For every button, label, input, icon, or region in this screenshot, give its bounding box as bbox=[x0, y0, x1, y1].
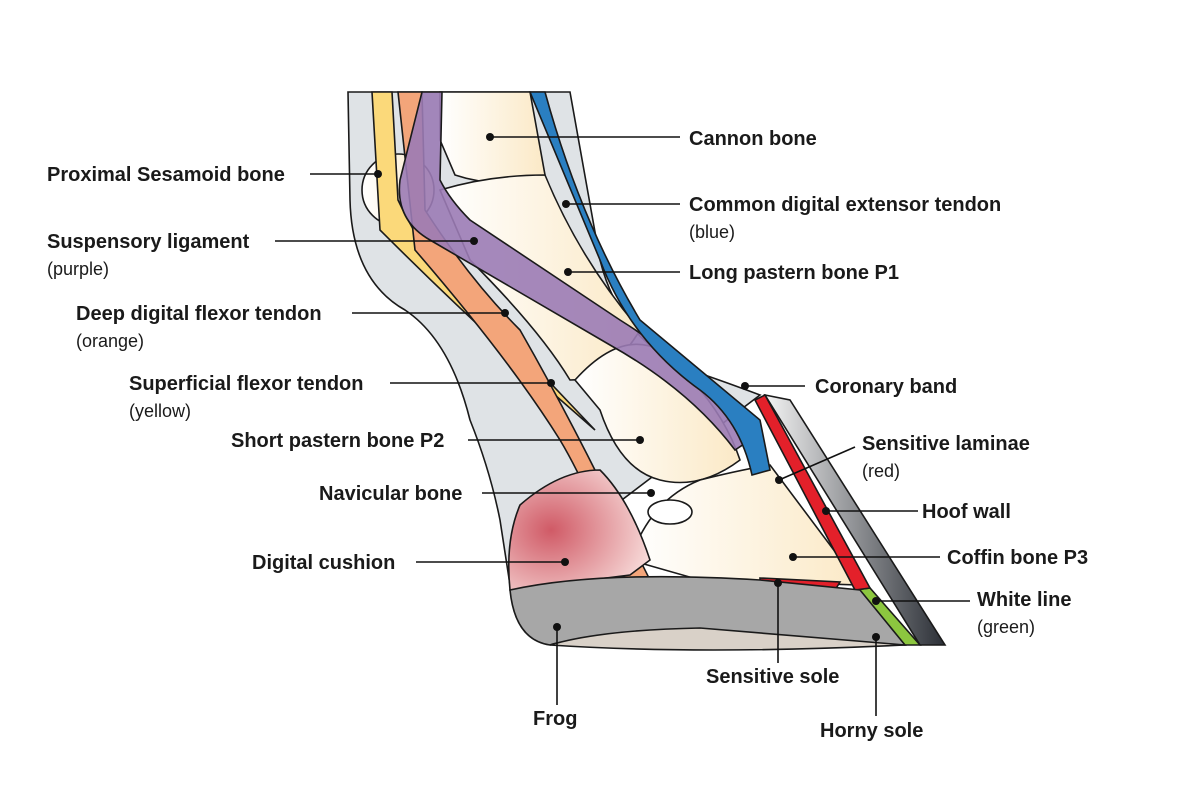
label-hoof-wall: Hoof wall bbox=[922, 501, 1011, 523]
note-deep-digital-flexor: (orange) bbox=[76, 331, 144, 351]
navicular-shape bbox=[647, 499, 693, 525]
label-suspensory-ligament: Suspensory ligament bbox=[47, 231, 250, 253]
label-horny-sole: Horny sole bbox=[820, 720, 923, 742]
label-digital-cushion: Digital cushion bbox=[252, 552, 395, 574]
digital-cushion-shape bbox=[507, 469, 651, 591]
label-sensitive-laminae: Sensitive laminae bbox=[862, 433, 1030, 455]
label-superficial-flexor: Superficial flexor tendon bbox=[129, 373, 363, 395]
label-deep-digital-flexor: Deep digital flexor tendon bbox=[76, 303, 322, 325]
leader-lines bbox=[275, 133, 970, 716]
note-superficial-flexor: (yellow) bbox=[129, 401, 191, 421]
note-white-line: (green) bbox=[977, 617, 1035, 637]
sensitive-laminae-shape bbox=[753, 393, 872, 591]
label-white-line: White line bbox=[977, 589, 1071, 611]
note-suspensory-ligament: (purple) bbox=[47, 259, 109, 279]
label-navicular-bone: Navicular bone bbox=[319, 483, 462, 505]
hoof-wall-shape bbox=[763, 393, 947, 646]
label-common-digital-extensor: Common digital extensor tendon bbox=[689, 194, 1001, 216]
label-proximal-sesamoid: Proximal Sesamoid bone bbox=[47, 164, 285, 186]
label-sensitive-sole: Sensitive sole bbox=[706, 666, 839, 688]
label-short-pastern: Short pastern bone P2 bbox=[231, 430, 444, 452]
note-common-digital-extensor: (blue) bbox=[689, 222, 735, 242]
label-long-pastern: Long pastern bone P1 bbox=[689, 262, 899, 284]
extensor-tendon-shape bbox=[528, 91, 771, 476]
label-cannon-bone: Cannon bone bbox=[689, 128, 817, 150]
label-frog: Frog bbox=[533, 708, 577, 730]
horny-sole-base bbox=[549, 627, 906, 651]
label-coffin-bone: Coffin bone P3 bbox=[947, 547, 1088, 569]
note-sensitive-laminae: (red) bbox=[862, 461, 900, 481]
label-coronary-band: Coronary band bbox=[815, 376, 957, 398]
